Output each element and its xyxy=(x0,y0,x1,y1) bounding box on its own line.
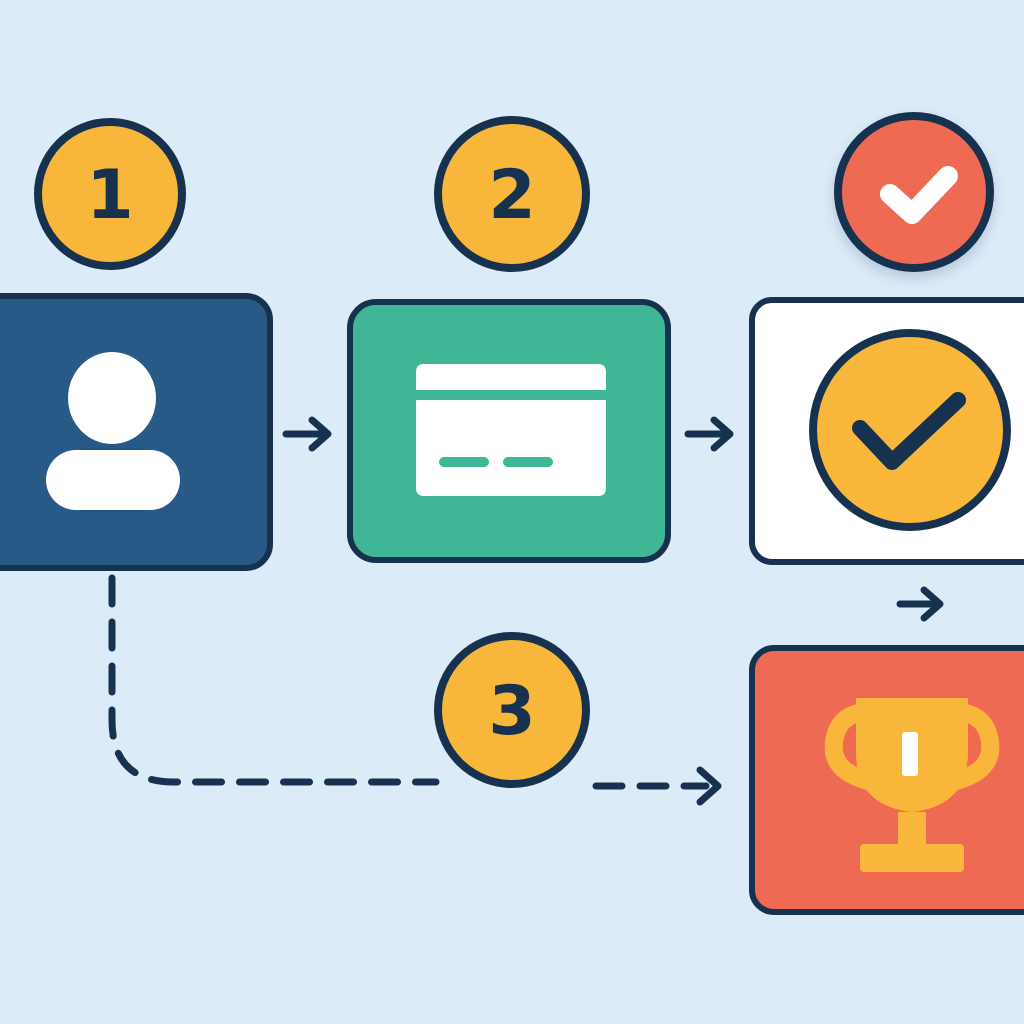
checkmark-icon xyxy=(880,166,958,224)
step-badge-2-circle xyxy=(434,116,590,272)
checkmark-icon xyxy=(852,392,966,470)
user-card xyxy=(0,293,273,571)
trophy-icon xyxy=(824,698,1000,872)
step-badge-3: 3 xyxy=(434,632,590,788)
status-badge xyxy=(834,112,994,272)
step-badge-2-number: 2 xyxy=(488,156,535,235)
step-badge-2: 2 xyxy=(434,116,590,272)
step-badge-1: 1 xyxy=(34,118,186,270)
confirm-card xyxy=(749,297,1024,565)
user-icon xyxy=(46,352,180,510)
form-card xyxy=(347,299,671,563)
status-badge-circle xyxy=(834,112,994,272)
dashed-path-user-to-reward xyxy=(108,574,722,806)
step-badge-3-number: 3 xyxy=(488,672,535,751)
reward-card xyxy=(749,645,1024,915)
step-badge-3-circle xyxy=(434,632,590,788)
confirm-check-badge xyxy=(809,329,1011,531)
step-badge-1-circle xyxy=(34,118,186,270)
step-badge-1-number: 1 xyxy=(86,156,133,235)
card-icon xyxy=(416,364,606,496)
arrow-user-to-form xyxy=(282,416,332,452)
arrow-form-to-confirm xyxy=(684,416,734,452)
arrow-confirm-to-reward xyxy=(896,586,944,622)
